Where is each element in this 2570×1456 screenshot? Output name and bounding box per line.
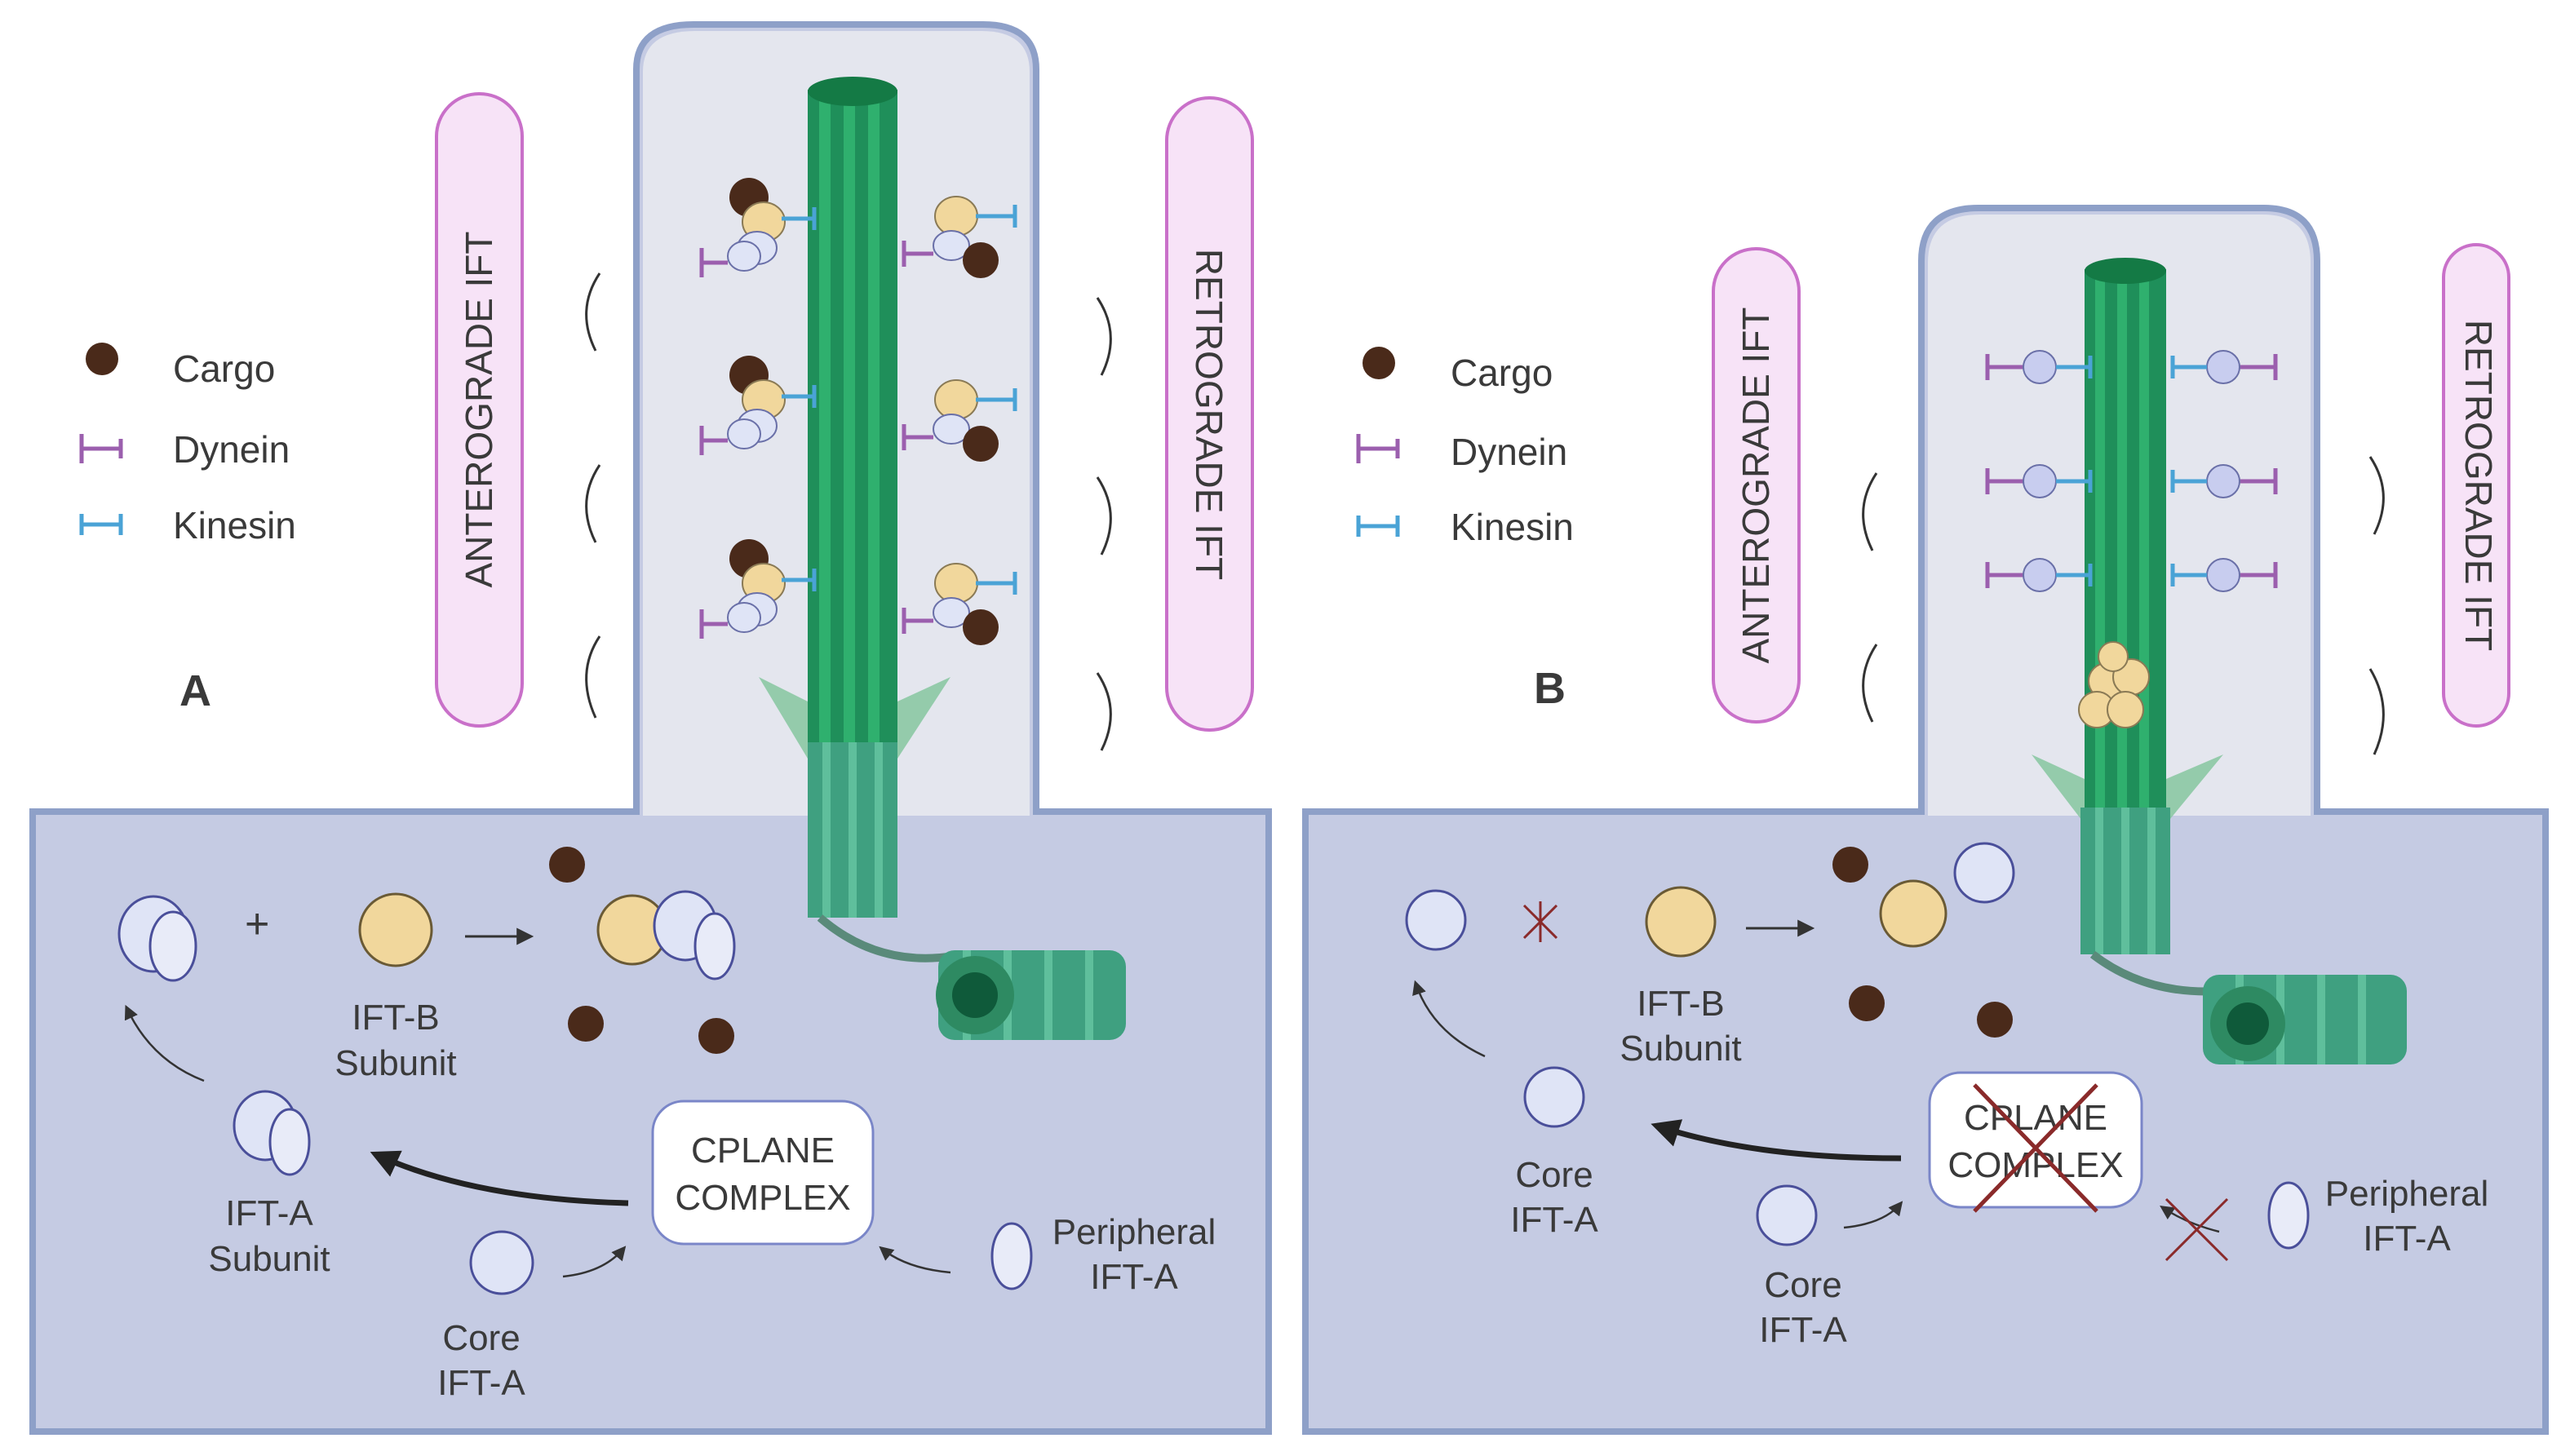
recycle-arrow-b	[1412, 980, 1486, 1058]
retrograde-pill-b	[2442, 243, 2510, 728]
peripheral-label-1-b: Peripheral	[2325, 1174, 2489, 1214]
ift-a-subunit-a	[233, 1090, 311, 1176]
axoneme-a	[759, 77, 950, 759]
ifta-label-2-a: Subunit	[208, 1239, 330, 1279]
plus-sign-a: +	[245, 901, 269, 948]
legend-kinesin-b: Kinesin	[1451, 506, 1574, 548]
legend-cargo-b: Cargo	[1451, 352, 1553, 394]
core-label-2-a: IFT-A	[437, 1363, 525, 1403]
iftb-label-1-b: IFT-B	[1637, 984, 1725, 1024]
legend-kinesin-a: Kinesin	[173, 504, 296, 547]
cplane-to-core-arrow-b	[1651, 1119, 1902, 1162]
ift-a-pair-top-a	[117, 895, 197, 982]
anterograde-pill-a	[435, 92, 524, 728]
ift-b-subunit-b	[1645, 886, 1717, 958]
cplane-label-1-b: CPLANE	[1964, 1098, 2107, 1138]
legend-a: Cargo Dynein Kinesin	[79, 343, 296, 547]
core-top-label-2-b: IFT-A	[1510, 1200, 1598, 1240]
core-ift-a-circle-a	[469, 1230, 534, 1295]
cplane-complex-a	[651, 1100, 875, 1246]
peripheral-blocked-cross-icon	[2165, 1197, 2229, 1262]
cplane-complex-b	[1928, 1071, 2143, 1209]
panel-a: ANTEROGRADE IFT RETROGRADE IFT Cargo Dyn…	[29, 21, 1272, 1435]
anterograde-label-b: ANTEROGRADE IFT	[1735, 307, 1777, 663]
core-top-label-1-b: Core	[1515, 1155, 1593, 1195]
ifta-label-1-a: IFT-A	[225, 1193, 313, 1233]
cplane-label-2-a: COMPLEX	[675, 1178, 850, 1218]
cplane-disabled-cross-icon	[1973, 1083, 2098, 1213]
cplane-label-2-b: COMPLEX	[1947, 1145, 2123, 1185]
basal-body-a	[808, 742, 1126, 1040]
iftb-label-2-a: Subunit	[335, 1043, 456, 1083]
panel-letter-b: B	[1534, 664, 1566, 713]
peripheral-label-1-a: Peripheral	[1052, 1212, 1216, 1252]
ift-b-cluster-b	[2078, 641, 2150, 728]
panel-b: ANTEROGRADE IFT RETROGRADE IFT Cargo Dyn…	[1302, 205, 2549, 1435]
legend-dynein-a: Dynein	[173, 428, 290, 471]
blocked-cross-icon	[1522, 901, 1558, 942]
dynein-icon	[79, 434, 123, 463]
motion-brackets-b	[1862, 456, 2385, 755]
assembled-train-a	[549, 847, 736, 1054]
core-label-1-b: Core	[1764, 1265, 1841, 1305]
axoneme-b	[2032, 258, 2223, 832]
legend-b: Cargo Dynein Kinesin	[1356, 347, 1574, 548]
core-label-2-b: IFT-A	[1759, 1310, 1847, 1350]
core-label-1-a: Core	[442, 1318, 520, 1358]
iftb-label-1-a: IFT-B	[352, 998, 440, 1038]
recycle-arrow-a	[124, 1004, 205, 1082]
peripheral-label-2-b: IFT-A	[2363, 1219, 2451, 1259]
iftb-label-2-b: Subunit	[1620, 1029, 1741, 1069]
peripheral-to-cplane-arrow-a	[879, 1246, 951, 1274]
anterograde-pill-b	[1712, 247, 1801, 724]
cplane-label-1-a: CPLANE	[691, 1131, 835, 1171]
core-ift-a-circle-b	[1756, 1184, 1818, 1246]
anterograde-label-a: ANTEROGRADE IFT	[458, 231, 500, 587]
basal-body-b	[2080, 808, 2407, 1064]
core-ift-a-mid-b	[1523, 1066, 1585, 1128]
retrograde-label-a: RETROGRADE IFT	[1188, 249, 1230, 580]
cargo-icon	[86, 343, 118, 375]
retrograde-label-b: RETROGRADE IFT	[2457, 320, 2500, 651]
unassembled-parts-b	[1832, 842, 2015, 1038]
legend-cargo-a: Cargo	[173, 347, 275, 390]
retrograde-pill-a	[1165, 96, 1254, 732]
kinesin-icon	[1356, 516, 1400, 537]
panel-letter-a: A	[179, 666, 211, 715]
cargo-icon	[1363, 347, 1395, 379]
peripheral-ift-a-shape-b	[2267, 1181, 2310, 1250]
peripheral-ift-a-shape-a	[990, 1222, 1033, 1290]
dynein-icon	[1356, 434, 1400, 463]
core-to-cplane-arrow-a	[562, 1246, 627, 1278]
core-to-cplane-arrow-b	[1843, 1201, 1903, 1229]
peripheral-label-2-a: IFT-A	[1090, 1257, 1178, 1297]
motion-brackets-a	[585, 272, 1112, 751]
kinesin-icon	[79, 514, 123, 535]
legend-dynein-b: Dynein	[1451, 431, 1567, 473]
cplane-to-ifta-arrow-a	[370, 1150, 629, 1206]
ift-b-subunit-a	[358, 892, 433, 967]
core-ift-a-top-b	[1405, 889, 1467, 951]
